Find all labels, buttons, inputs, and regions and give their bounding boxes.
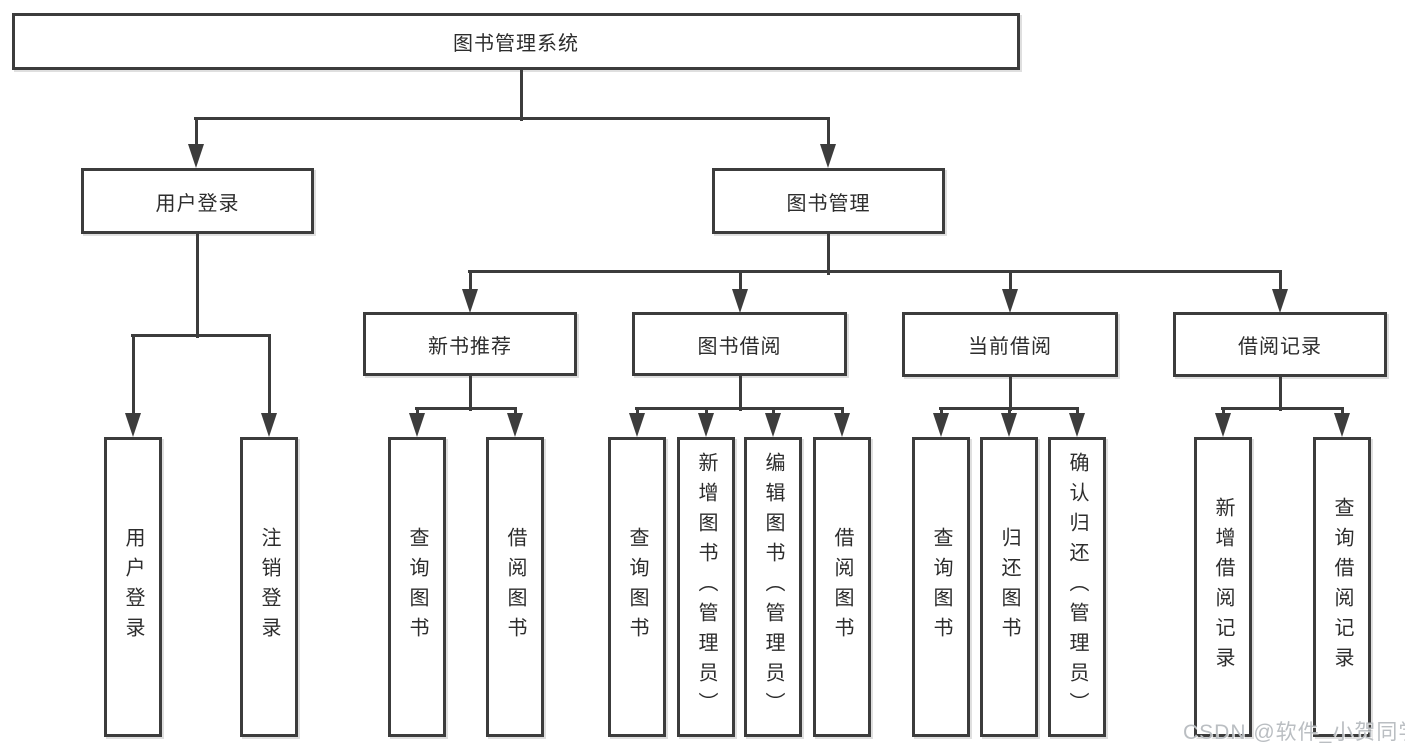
leaf-logout-label: 注销登录 xyxy=(258,527,280,647)
leaf-logout: 注销登录 xyxy=(240,437,298,737)
connector-drop xyxy=(705,408,708,415)
leaf-query-books-2: 查询图书 xyxy=(608,437,666,737)
arrow-down-icon xyxy=(1215,413,1231,437)
connector-stem xyxy=(520,70,523,121)
leaf-borrow-books-2-label: 借阅图书 xyxy=(831,527,853,647)
arrow-down-icon xyxy=(933,413,949,437)
connector-stem xyxy=(739,376,742,411)
node-root-label: 图书管理系统 xyxy=(453,33,579,55)
arrow-down-icon xyxy=(1334,413,1350,437)
leaf-add-book: 新增图书（管理员） xyxy=(677,437,735,737)
node-borrowing-records: 借阅记录 xyxy=(1173,312,1387,377)
connector-drop xyxy=(1076,408,1079,415)
connector-drop xyxy=(195,118,198,146)
connector-rail xyxy=(194,117,830,120)
leaf-add-borrow-record: 新增借阅记录 xyxy=(1194,437,1252,737)
connector-rail xyxy=(1221,407,1344,410)
leaf-query-books-3-label: 查询图书 xyxy=(930,527,952,647)
arrow-down-icon xyxy=(462,289,478,313)
leaf-confirm-return-label: 确认归还（管理员） xyxy=(1066,452,1088,722)
connector-stem xyxy=(469,376,472,411)
node-book-borrowing-label: 图书借阅 xyxy=(697,335,782,358)
arrow-down-icon xyxy=(1069,413,1085,437)
connector-stem xyxy=(827,234,830,275)
arrow-down-icon xyxy=(409,413,425,437)
connector-drop xyxy=(1222,408,1225,415)
leaf-confirm-return: 确认归还（管理员） xyxy=(1048,437,1106,737)
node-user-login: 用户登录 xyxy=(81,168,314,234)
connector-drop xyxy=(268,335,271,415)
node-new-book-recommend-label: 新书推荐 xyxy=(428,335,512,358)
node-borrowing-records-label: 借阅记录 xyxy=(1238,336,1322,358)
connector-stem xyxy=(1279,377,1282,411)
connector-drop xyxy=(1009,271,1012,291)
arrow-down-icon xyxy=(261,413,277,437)
leaf-query-borrow-record: 查询借阅记录 xyxy=(1313,437,1371,737)
arrow-down-icon xyxy=(507,413,523,437)
arrow-down-icon xyxy=(765,413,781,437)
leaf-return-book-label: 归还图书 xyxy=(998,527,1020,647)
arrow-down-icon xyxy=(1001,413,1017,437)
arrow-down-icon xyxy=(125,413,141,437)
watermark: CSDN @软件_小贺同学 xyxy=(1183,721,1405,744)
node-new-book-recommend: 新书推荐 xyxy=(363,312,577,376)
connector-rail xyxy=(635,407,844,410)
connector-drop xyxy=(739,271,742,291)
connector-drop xyxy=(772,408,775,415)
leaf-edit-book: 编辑图书（管理员） xyxy=(744,437,802,737)
node-user-login-label: 用户登录 xyxy=(155,192,240,215)
arrow-down-icon xyxy=(1002,289,1018,313)
arrow-down-icon xyxy=(820,144,836,168)
leaf-add-borrow-record-label: 新增借阅记录 xyxy=(1212,497,1234,677)
arrow-down-icon xyxy=(1272,289,1288,313)
connector-drop xyxy=(940,408,943,415)
arrow-down-icon xyxy=(629,413,645,437)
connector-drop xyxy=(841,408,844,415)
connector-drop xyxy=(1008,408,1011,415)
connector-stem xyxy=(196,234,199,338)
leaf-edit-book-label: 编辑图书（管理员） xyxy=(762,452,784,722)
leaf-add-book-label: 新增图书（管理员） xyxy=(695,452,717,722)
node-book-management-label: 图书管理 xyxy=(786,192,871,215)
node-book-borrowing: 图书借阅 xyxy=(632,312,847,376)
leaf-borrow-books-1-label: 借阅图书 xyxy=(504,527,526,647)
leaf-query-books-1-label: 查询图书 xyxy=(406,527,428,647)
connector-stem xyxy=(1009,377,1012,411)
leaf-return-book: 归还图书 xyxy=(980,437,1038,737)
connector-drop xyxy=(416,408,419,415)
connector-rail xyxy=(415,407,517,410)
node-current-borrowing-label: 当前借阅 xyxy=(968,336,1052,358)
connector-drop xyxy=(636,408,639,415)
connector-drop xyxy=(827,118,830,146)
arrow-down-icon xyxy=(188,144,204,168)
connector-drop xyxy=(469,271,472,291)
node-root: 图书管理系统 xyxy=(12,13,1020,70)
leaf-query-borrow-record-label: 查询借阅记录 xyxy=(1331,497,1353,677)
arrow-down-icon xyxy=(698,413,714,437)
connector-drop xyxy=(514,408,517,415)
connector-drop xyxy=(1341,408,1344,415)
arrow-down-icon xyxy=(834,413,850,437)
connector-drop xyxy=(132,335,135,415)
leaf-user-login: 用户登录 xyxy=(104,437,162,737)
leaf-query-books-3: 查询图书 xyxy=(912,437,970,737)
leaf-query-books-2-label: 查询图书 xyxy=(626,527,648,647)
node-book-management: 图书管理 xyxy=(712,168,945,234)
connector-rail xyxy=(131,334,271,337)
node-current-borrowing: 当前借阅 xyxy=(902,312,1118,377)
leaf-query-books-1: 查询图书 xyxy=(388,437,446,737)
leaf-borrow-books-1: 借阅图书 xyxy=(486,437,544,737)
connector-rail xyxy=(468,270,1282,273)
leaf-user-login-label: 用户登录 xyxy=(122,527,144,647)
leaf-borrow-books-2: 借阅图书 xyxy=(813,437,871,737)
arrow-down-icon xyxy=(732,289,748,313)
connector-drop xyxy=(1279,271,1282,291)
